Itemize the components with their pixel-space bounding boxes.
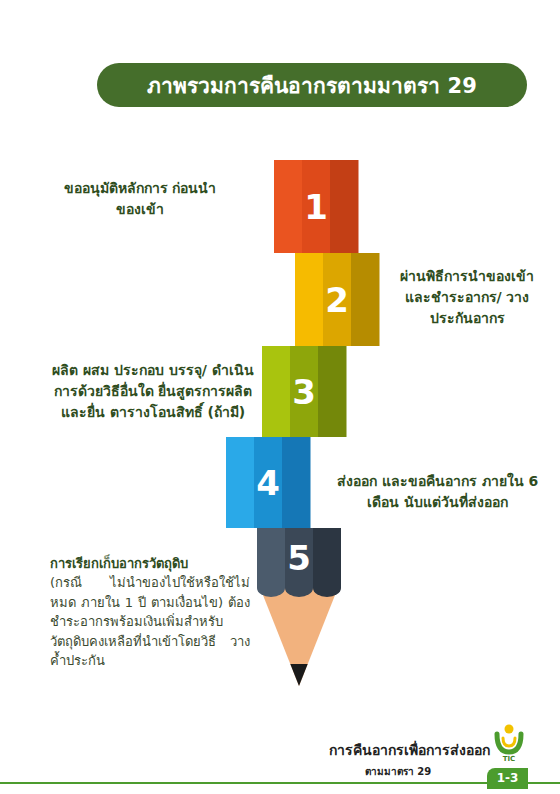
pencil-body-stripe	[257, 528, 285, 597]
step-description: ขออนุมัติหลักการ ก่อนนำของเข้า	[55, 178, 225, 220]
title-banner: ภาพรวมการคืนอากรตามมาตรา 29	[97, 63, 527, 107]
pencil-step-block: 3ผลิต ผสม ประกอบ บรรจุ/ ดำเนินการด้วยวิธ…	[262, 346, 346, 437]
step-heading: การเรียกเก็บอากรวัตถุดิบ	[50, 554, 250, 574]
step-text: ผลิต ผสม ประกอบ บรรจุ/ ดำเนินการด้วยวิธี…	[52, 360, 254, 423]
pencil-step-block: 1ขออนุมัติหลักการ ก่อนนำของเข้า	[274, 160, 358, 253]
block-stripe	[282, 437, 311, 528]
footer-rule	[527, 782, 560, 784]
step-number: 2	[295, 253, 379, 346]
step-text: ส่งออก และขอคืนอากร ภายใน 6 เดือน นับแต่…	[330, 471, 545, 513]
step-number: 1	[274, 160, 358, 253]
step-number: 3	[262, 346, 346, 437]
step-text: ขออนุมัติหลักการ ก่อนนำของเข้า	[55, 178, 225, 220]
block-stripe	[330, 160, 359, 253]
logo-text: TIC	[494, 755, 524, 764]
pencil-step-block: 4ส่งออก และขอคืนอากร ภายใน 6 เดือน นับแต…	[226, 437, 310, 528]
pencil-body-stripe	[313, 528, 341, 597]
block-stripe	[318, 346, 347, 437]
pencil-lead	[290, 664, 307, 686]
page-number: 1-3	[487, 768, 528, 789]
block-stripe	[262, 346, 291, 437]
footer-rule	[0, 782, 488, 784]
block-stripe	[226, 437, 255, 528]
tic-logo	[497, 725, 521, 753]
step-description: ส่งออก และขอคืนอากร ภายใน 6 เดือน นับแต่…	[330, 471, 545, 513]
block-stripe	[351, 253, 380, 346]
block-stripe	[295, 253, 324, 346]
step-number: 4	[226, 437, 310, 528]
pencil-tip-step: 5การเรียกเก็บอากรวัตถุดิบ(กรณี ไม่นำของไ…	[257, 528, 341, 686]
step-text: (กรณี ไม่นำของไปใช้หรือใช้ไม่หมด ภายใน 1…	[50, 573, 250, 671]
step-description: ผลิต ผสม ประกอบ บรรจุ/ ดำเนินการด้วยวิธี…	[52, 360, 254, 423]
block-stripe	[274, 160, 303, 253]
footer-text: ตามมาตรา 29	[340, 765, 456, 778]
step-text: ผ่านพิธีการนำของเข้า และชำระอากร/ วางประ…	[388, 266, 546, 329]
step-description: การเรียกเก็บอากรวัตถุดิบ(กรณี ไม่นำของไป…	[50, 554, 250, 671]
footer-text: การคืนอากรเพื่อการส่งออก	[290, 741, 490, 759]
pencil-step-block: 2ผ่านพิธีการนำของเข้า และชำระอากร/ วางปร…	[295, 253, 379, 346]
step-description: ผ่านพิธีการนำของเข้า และชำระอากร/ วางประ…	[388, 266, 546, 329]
step-number: 5	[257, 528, 341, 588]
